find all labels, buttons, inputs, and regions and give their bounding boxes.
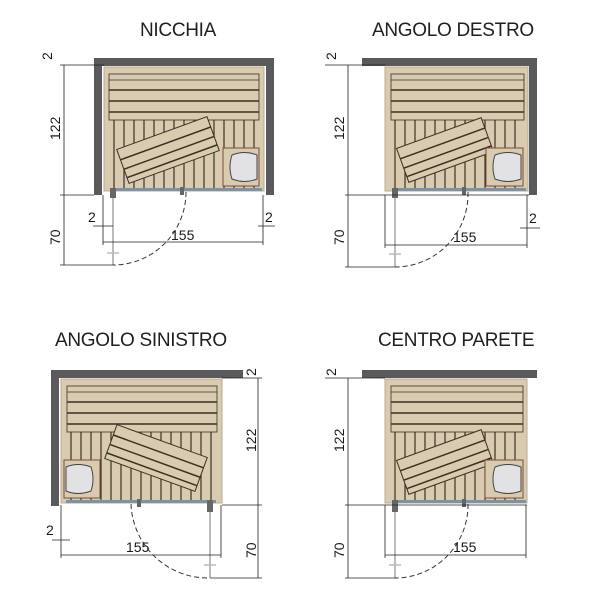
- dim-wall-offset: 2: [323, 368, 339, 376]
- heater-icon: [222, 147, 260, 187]
- heater-icon: [484, 459, 524, 499]
- lower-bench: [395, 117, 495, 183]
- dim-right-gap: 2: [529, 210, 537, 226]
- dimension-lines: [60, 64, 275, 266]
- panel-angolo-sinistro: ANGOLO SINISTRO: [0, 300, 300, 600]
- dim-wall-offset: 2: [323, 52, 339, 60]
- panel-title: ANGOLO DESTRO: [372, 20, 534, 41]
- door-swing-arc: [130, 503, 211, 579]
- panel-angolo-destro: ANGOLO DESTRO: [300, 0, 600, 300]
- dim-wall-offset: 2: [243, 368, 259, 376]
- lower-bench: [116, 116, 220, 184]
- door-hinge: [392, 188, 398, 198]
- panel-nicchia: NICCHIA: [0, 0, 300, 300]
- dim-width: 155: [171, 227, 195, 243]
- floor-plan-centro-parete: 2 122 70 155: [323, 368, 537, 579]
- dim-wall-offset: 2: [39, 52, 55, 60]
- dimension-lines: [52, 377, 262, 579]
- wall: [362, 58, 537, 195]
- dim-width: 155: [126, 539, 150, 555]
- dim-depth: 122: [331, 428, 347, 452]
- door-handle: [137, 499, 141, 507]
- panel-title: CENTRO PARETE: [378, 330, 535, 351]
- upper-bench: [390, 73, 525, 121]
- dim-door-swing: 70: [47, 229, 63, 245]
- panel-title: NICCHIA: [140, 20, 217, 41]
- dim-left-gap: 2: [88, 209, 96, 225]
- door-handle: [462, 499, 466, 507]
- glass-front: [392, 188, 526, 191]
- door-swing-arc: [394, 503, 469, 579]
- glass-front: [110, 188, 262, 191]
- heater-icon: [485, 147, 524, 187]
- wall: [94, 58, 274, 195]
- dimension-lines: [325, 377, 527, 579]
- dim-door-swing: 70: [331, 542, 347, 558]
- dim-width: 155: [453, 539, 477, 555]
- upper-bench: [390, 385, 524, 433]
- dim-depth: 122: [331, 116, 347, 140]
- dim-depth: 122: [47, 116, 63, 140]
- door-hinge: [392, 500, 398, 512]
- wall: [51, 370, 243, 506]
- panel-centro-parete: CENTRO PARETE: [300, 300, 600, 600]
- dim-door-swing: 70: [243, 542, 259, 558]
- door-swing-arc: [112, 191, 187, 266]
- floor-plan-angolo-sinistro: 2 122 70 155 2: [46, 368, 262, 579]
- dim-depth: 122: [243, 428, 259, 452]
- floor-plan-angolo-destro: 2 122 70 155 2: [323, 52, 540, 268]
- dimension-lines: [325, 64, 540, 268]
- dim-door-swing: 70: [331, 229, 347, 245]
- glass-front: [392, 500, 526, 503]
- dim-right-gap: 2: [265, 209, 273, 225]
- lower-bench: [395, 429, 495, 495]
- door-handle: [462, 187, 466, 195]
- panel-title: ANGOLO SINISTRO: [55, 330, 227, 351]
- floor-plan-nicchia: 2 122 70 155 2 2: [39, 52, 275, 266]
- door-hinge: [207, 500, 213, 512]
- upper-bench: [66, 385, 218, 433]
- dim-width: 155: [453, 229, 477, 245]
- wall: [362, 370, 537, 378]
- upper-bench: [108, 73, 260, 121]
- lower-bench: [104, 424, 208, 492]
- door-hinge: [110, 188, 116, 198]
- heater-icon: [63, 459, 101, 499]
- dim-left-gap: 2: [46, 522, 54, 538]
- door-handle: [180, 187, 184, 195]
